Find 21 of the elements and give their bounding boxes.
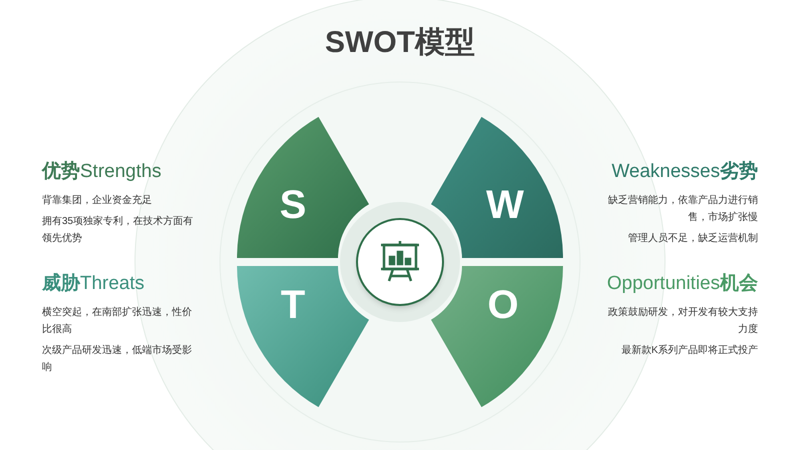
petal-shape bbox=[237, 266, 369, 408]
text: 政策鼓励研发，对开发有较大支持力度 bbox=[608, 306, 758, 337]
text: Weaknesses劣势 bbox=[612, 160, 758, 184]
text: 横空突起，在南部扩张迅速，性价比很高 bbox=[42, 306, 193, 337]
text: Opportunities机会 bbox=[606, 272, 758, 296]
letter: S bbox=[280, 185, 306, 225]
text: 背靠集团，企业资金充足 bbox=[42, 194, 152, 208]
petal-shape bbox=[431, 266, 563, 408]
letter: W bbox=[486, 185, 524, 225]
text: 次级产品研发迅速，低端市场受影响 bbox=[42, 344, 193, 375]
text: 管理人员不足，缺乏运营机制 bbox=[628, 232, 758, 246]
text: 缺乏营销能力，依靠产品力进行销售，市场扩张慢 bbox=[608, 194, 758, 225]
text: 威胁Threats bbox=[42, 272, 144, 296]
petal-shape bbox=[237, 116, 369, 258]
text: 最新款K系列产品即将正式投产 bbox=[621, 344, 758, 358]
letter: O bbox=[487, 285, 519, 325]
letter: T bbox=[280, 285, 306, 325]
text: 拥有35项独家专利，在技术方面有领先优势 bbox=[42, 214, 194, 246]
text: 优势Strengths bbox=[42, 160, 162, 184]
title: SWOT模型 bbox=[325, 25, 475, 61]
petal-shape bbox=[431, 116, 563, 258]
